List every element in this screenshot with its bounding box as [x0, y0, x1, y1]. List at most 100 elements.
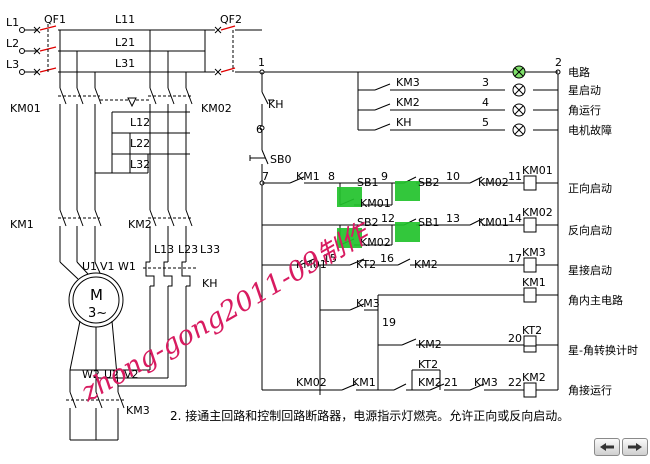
desc-star-delta-timer: 星-角转换计时	[568, 343, 638, 357]
bus-l12: L12	[130, 116, 150, 129]
km3-r4-contact: KM3	[356, 297, 380, 310]
node-9: 9	[381, 170, 388, 183]
desc-star-connect-start: 星接启动	[568, 264, 612, 277]
kh-lamp-contact: KH	[396, 116, 412, 129]
bus-l32: L32	[130, 158, 150, 171]
node-5: 5	[482, 116, 489, 129]
coil-km01: KM01	[522, 164, 553, 177]
sb2-reverse-highlight[interactable]	[337, 228, 362, 248]
phase-l3: L3	[6, 58, 19, 71]
delta-run-lamp-icon	[512, 103, 526, 117]
km3-r6-contact: KM3	[474, 376, 498, 389]
km2-r3-contact: KM2	[414, 258, 438, 271]
sb0-label: SB0	[270, 153, 292, 166]
node-6: 6	[256, 123, 263, 136]
node-8: 8	[328, 170, 335, 183]
arrow-right-icon	[628, 443, 642, 451]
terminal-w2: W2	[82, 368, 100, 381]
node-16: 16	[380, 252, 394, 265]
kh-main-label: KH	[202, 277, 218, 290]
km3-lamp-contact: KM3	[396, 76, 420, 89]
qf1-label: QF1	[44, 13, 66, 26]
coil-km2: KM2	[522, 371, 546, 384]
power-lamp-icon	[512, 65, 526, 79]
km02-r6-contact: KM02	[296, 376, 327, 389]
kt2-r3-contact: KT2	[356, 258, 376, 271]
node-10: 10	[446, 170, 460, 183]
terminal-v1: V1	[100, 260, 115, 273]
kh-nc-label: KH	[268, 98, 284, 111]
terminal-u2: U2	[104, 368, 119, 381]
km2-lamp-contact: KM2	[396, 96, 420, 109]
node-14: 14	[508, 212, 522, 225]
km01-label: KM01	[10, 102, 41, 115]
km1-r6-contact: KM1	[352, 376, 376, 389]
indicator-lamps	[512, 65, 526, 137]
star-start-lamp-icon	[512, 83, 526, 97]
qf2-label: QF2	[220, 13, 242, 26]
control-circuit	[205, 25, 561, 398]
terminal-u1: U1	[82, 260, 97, 273]
desc-motor-fault: 电机故障	[568, 123, 612, 137]
node-1: 1	[258, 56, 265, 69]
node-20: 20	[508, 332, 522, 345]
node-12: 12	[381, 212, 395, 225]
desc-delta-main: 角内主电路	[568, 293, 623, 307]
step-caption: 2. 接通主回路和控制回路断路器，电源指示灯燃亮。允许正向或反向启动。	[170, 408, 569, 423]
node-7: 7	[262, 170, 269, 183]
motor-sub: 3~	[88, 306, 107, 321]
km2-r5-contact: KM2	[418, 338, 442, 351]
coil-kt2: KT2	[522, 324, 542, 337]
desc-reverse-start: 反向启动	[568, 223, 612, 237]
button-highlights	[337, 181, 420, 248]
control-circuit-labels: QF2 1 2 3 4 5 6 7 8 9 10 11 12 13 14 15 …	[220, 13, 638, 397]
node-4: 4	[482, 96, 489, 109]
km01-mid-contact: KM01	[360, 197, 391, 210]
bus-l22: L22	[130, 137, 150, 150]
desc-power: 电路	[568, 66, 590, 79]
km02-mid-contact: KM02	[360, 236, 391, 249]
next-button[interactable]	[622, 438, 648, 456]
sb1-forward-highlight[interactable]	[337, 187, 362, 207]
coil-km1: KM1	[522, 276, 546, 289]
coil-km3: KM3	[522, 246, 546, 259]
bus-l33: L33	[200, 243, 220, 256]
node-22: 22	[508, 376, 522, 389]
terminal-w1: W1	[118, 260, 136, 273]
bus-l31: L31	[115, 57, 135, 70]
sb1-top-label: SB1	[357, 176, 379, 189]
desc-delta-run-connect: 角接运行	[568, 384, 612, 397]
kt2-r6-contact: KT2	[418, 358, 438, 371]
node-21: 21	[444, 376, 458, 389]
prev-button[interactable]	[594, 438, 620, 456]
node-3: 3	[482, 76, 489, 89]
main-circuit-labels: L1 L2 L3 QF1 L11 L21 L31 KM01 KM02 L12 L…	[6, 13, 232, 417]
km2-label: KM2	[128, 218, 152, 231]
km02-label: KM02	[201, 102, 232, 115]
sb2-top-label: SB2	[418, 176, 440, 189]
km01-r3-contact: KM01	[296, 258, 327, 271]
bus-l13: L13	[154, 243, 174, 256]
motor-fault-lamp-icon	[512, 123, 526, 137]
bus-l21: L21	[115, 36, 135, 49]
bus-l23: L23	[178, 243, 198, 256]
motor-label: M	[90, 286, 103, 304]
bus-l11: L11	[115, 13, 135, 26]
phase-l1: L1	[6, 16, 19, 29]
km1-hold-contact: KM1	[296, 170, 320, 183]
node-17: 17	[508, 252, 522, 265]
phase-l2: L2	[6, 37, 19, 50]
km01-r2-contact: KM01	[478, 216, 509, 229]
node-19: 19	[382, 316, 396, 329]
sb1-bottom-label: SB1	[418, 216, 440, 229]
sb2-bottom-label: SB2	[357, 216, 379, 229]
km3-label: KM3	[126, 404, 150, 417]
desc-forward-start: 正向启动	[568, 181, 612, 195]
arrow-left-icon	[600, 443, 614, 451]
sb2-forward-highlight[interactable]	[395, 181, 420, 201]
node-13: 13	[446, 212, 460, 225]
km02-r1-contact: KM02	[478, 176, 509, 189]
sb1-reverse-highlight[interactable]	[395, 222, 420, 242]
